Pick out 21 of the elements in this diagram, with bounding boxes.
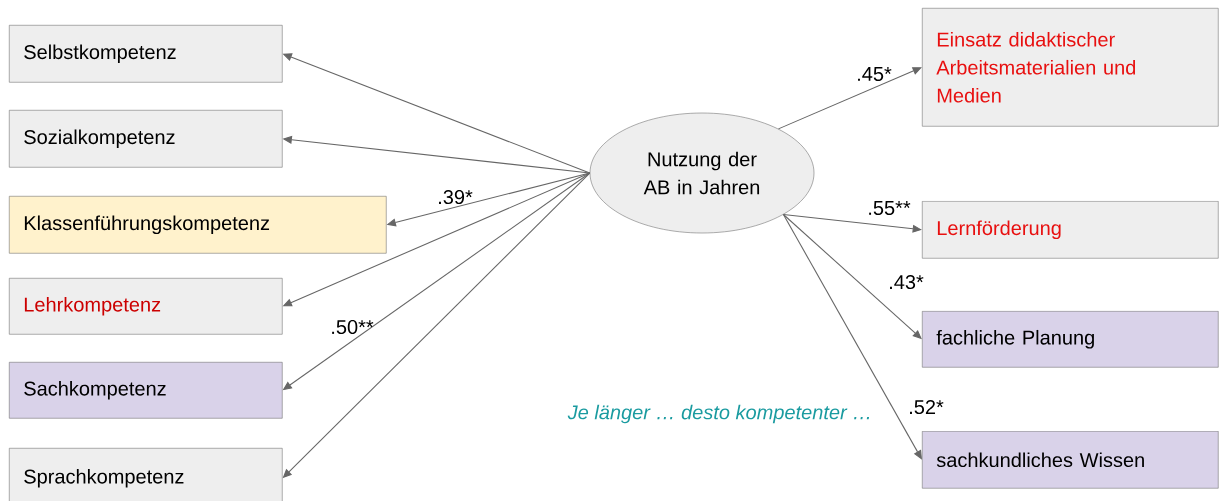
- text-box: Klassenführungskompetenz: [9, 196, 387, 254]
- text-box: Selbstkompetenz: [9, 25, 283, 83]
- edge-label: .50**: [332, 319, 374, 335]
- text-box: fachliche Planung: [922, 311, 1219, 368]
- ellipse-node: Nutzung der AB in Jahren: [589, 112, 815, 234]
- arrow: [777, 67, 922, 130]
- text-box: Lernförderung: [922, 201, 1219, 259]
- arrow: [782, 213, 922, 460]
- arrow: [782, 213, 922, 233]
- edge-label: .52*: [910, 399, 944, 415]
- edge-label: .45*: [858, 67, 892, 81]
- text-box: Sachkompetenz: [9, 362, 283, 419]
- edge-label: .39*: [439, 189, 473, 205]
- text-box: Sprachkompetenz: [9, 448, 283, 501]
- edge-label: .43*: [890, 274, 924, 290]
- text-box: Sozialkompetenz: [9, 110, 283, 168]
- text-box: Lehrkompetenz: [9, 278, 283, 335]
- edge-label: .55**: [869, 201, 911, 215]
- note-text: Je länger … desto kompetenter …: [567, 404, 870, 424]
- text-box: Einsatz didaktischer Arbeitsmaterialien und Medien: [922, 8, 1219, 127]
- text-box: sachkundliches Wissen: [922, 431, 1219, 489]
